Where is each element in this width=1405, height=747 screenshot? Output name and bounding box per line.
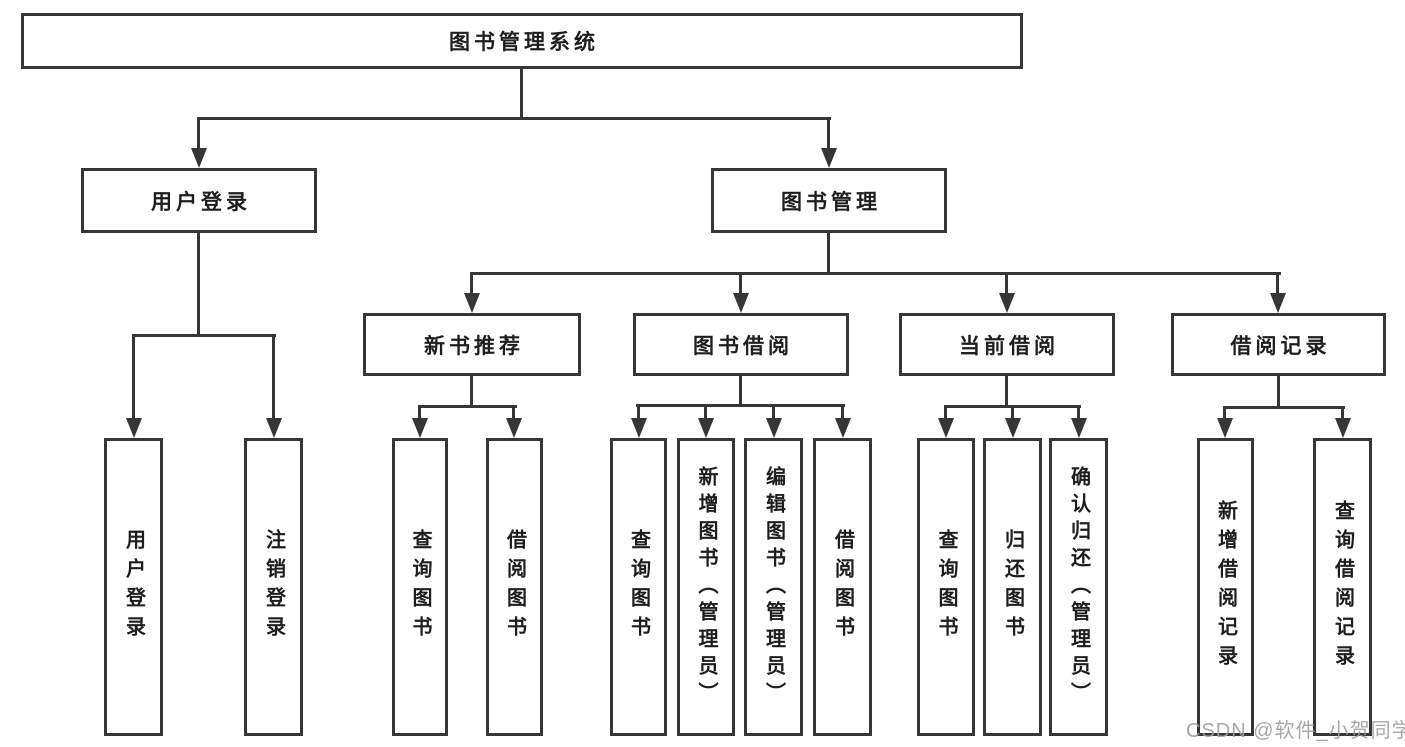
arrow-down-icon [1005,418,1021,438]
arrow-down-icon [412,418,428,438]
leaf-current-confirm-return-admin: 确认归还（管理员） [1049,438,1108,736]
connector-vline [827,233,830,275]
connector-vline [520,69,523,118]
arrow-down-icon [631,418,647,438]
leaf-borrow-query-books: 查询图书 [610,438,667,736]
connector-vline [944,405,947,420]
connector-vline [739,272,742,295]
connector-vline [418,405,421,420]
connector-vline [197,117,200,150]
node-system-root: 图书管理系统 [21,13,1023,69]
node-book-borrow: 图书借阅 [633,313,849,376]
node-borrow-records: 借阅记录 [1171,313,1386,376]
connector-vline [1005,376,1008,408]
connector-vline [470,272,473,295]
connector-vline [1276,272,1279,295]
node-user-login: 用户登录 [81,168,317,233]
connector-vline [512,405,515,420]
connector-vline [132,334,135,420]
arrow-down-icon [191,148,207,168]
leaf-records-query-record: 查询借阅记录 [1313,438,1372,736]
connector-vline [272,334,275,420]
arrow-down-icon [126,418,142,438]
connector-vline [772,404,775,420]
arrow-down-icon [1270,293,1286,313]
connector-hline [197,117,831,120]
connector-vline [470,376,473,408]
leaf-records-add-record: 新增借阅记录 [1197,438,1254,736]
connector-vline [1341,406,1344,420]
arrow-down-icon [464,293,480,313]
leaf-borrow-add-books-admin: 新增图书（管理员） [677,438,735,736]
connector-vline [827,117,830,150]
arrow-down-icon [506,418,522,438]
arrow-down-icon [821,148,837,168]
arrow-down-icon [266,418,282,438]
connector-vline [1277,376,1280,408]
watermark: CSDN @软件_小贺同学 [1186,720,1405,742]
node-current-borrow: 当前借阅 [899,313,1115,376]
connector-vline [197,233,200,337]
node-book-management: 图书管理 [711,168,947,233]
connector-vline [1011,405,1014,420]
arrow-down-icon [999,293,1015,313]
connector-vline [704,404,707,420]
connector-vline [1077,405,1080,420]
arrow-down-icon [1217,418,1233,438]
leaf-current-return-books: 归还图书 [983,438,1042,736]
arrow-down-icon [938,418,954,438]
connector-hline [132,334,276,337]
node-new-book-recommend: 新书推荐 [363,313,581,376]
connector-hline [418,405,517,408]
arrow-down-icon [1071,418,1087,438]
leaf-current-query-books: 查询图书 [917,438,975,736]
arrow-down-icon [835,418,851,438]
connector-vline [1005,272,1008,295]
arrow-down-icon [733,293,749,313]
arrow-down-icon [1335,418,1351,438]
connector-hline [636,404,845,407]
connector-vline [739,376,742,407]
leaf-newrec-borrow-books: 借阅图书 [486,438,543,736]
connector-vline [1223,406,1226,420]
leaf-borrow-edit-books-admin: 编辑图书（管理员） [744,438,803,736]
connector-hline [470,272,1281,275]
leaf-logout: 注销登录 [244,438,303,736]
arrow-down-icon [766,418,782,438]
connector-vline [841,404,844,420]
leaf-borrow-borrow-books: 借阅图书 [813,438,872,736]
connector-vline [637,404,640,420]
arrow-down-icon [698,418,714,438]
connector-hline [1223,406,1345,409]
leaf-newrec-query-books: 查询图书 [392,438,448,736]
leaf-user-login: 用户登录 [104,438,163,736]
